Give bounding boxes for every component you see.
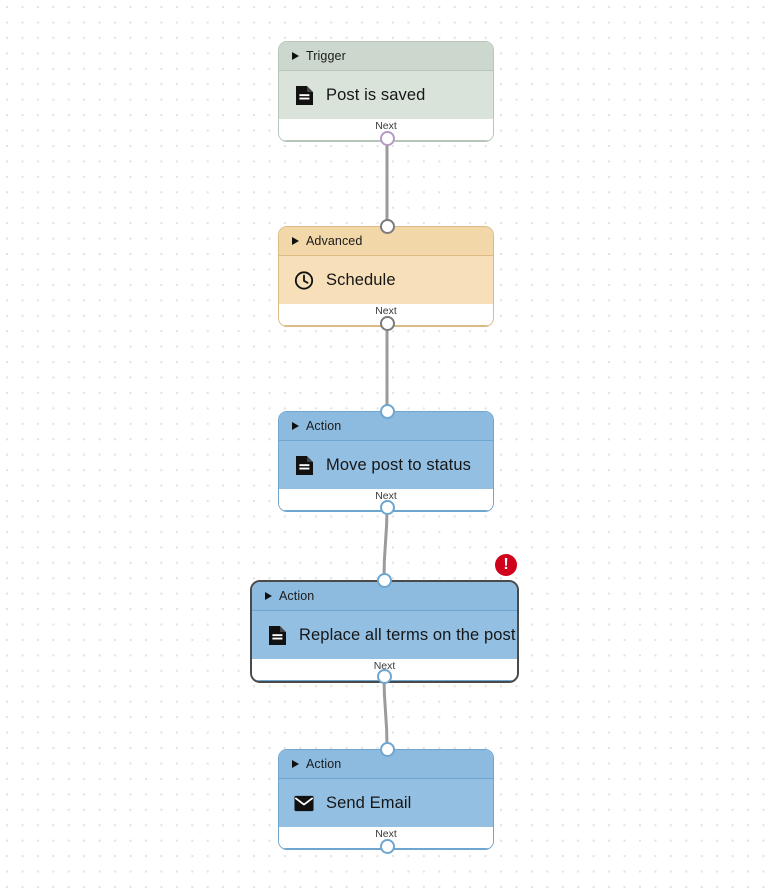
next-label: Next xyxy=(375,490,397,502)
node-body[interactable]: Post is saved xyxy=(279,71,493,119)
next-label: Next xyxy=(375,120,397,132)
node-port-output[interactable] xyxy=(376,668,392,684)
node-port-output[interactable] xyxy=(379,315,395,331)
clock-icon xyxy=(294,270,314,290)
node-port-output[interactable] xyxy=(379,130,395,146)
expand-triangle-icon[interactable] xyxy=(265,592,272,600)
node-body[interactable]: Schedule xyxy=(279,256,493,304)
node-divider xyxy=(279,778,493,779)
connector-line[interactable] xyxy=(382,674,389,749)
error-badge-icon[interactable]: ! xyxy=(495,554,517,576)
node-title: Schedule xyxy=(326,270,396,289)
node-port-input[interactable] xyxy=(376,572,392,588)
node-body[interactable]: Move post to status xyxy=(279,441,493,489)
error-exclamation-glyph: ! xyxy=(503,555,509,573)
node-title: Replace all terms on the post xyxy=(299,625,516,644)
document-icon xyxy=(267,625,287,645)
node-divider xyxy=(252,610,517,611)
node-port-input[interactable] xyxy=(379,741,395,757)
node-port-input[interactable] xyxy=(379,218,395,234)
next-label: Next xyxy=(375,828,397,840)
node-divider xyxy=(279,70,493,71)
connector-line[interactable] xyxy=(382,505,389,580)
node-title: Move post to status xyxy=(326,455,471,474)
node-kind-label: Trigger xyxy=(306,49,346,63)
node-port-input[interactable] xyxy=(379,403,395,419)
expand-triangle-icon[interactable] xyxy=(292,52,299,60)
node-kind-label: Action xyxy=(279,589,315,603)
next-label: Next xyxy=(375,305,397,317)
envelope-icon xyxy=(294,793,314,813)
node-header[interactable]: Trigger xyxy=(279,42,493,70)
node-divider xyxy=(279,255,493,256)
next-label: Next xyxy=(373,660,396,672)
node-title: Send Email xyxy=(326,793,412,812)
expand-triangle-icon[interactable] xyxy=(292,237,299,245)
node-kind-label: Action xyxy=(306,419,342,433)
node-kind-label: Action xyxy=(306,757,342,771)
document-icon xyxy=(294,85,314,105)
expand-triangle-icon[interactable] xyxy=(292,760,299,768)
node-body[interactable]: Replace all terms on the post xyxy=(252,611,517,659)
node-body[interactable]: Send Email xyxy=(279,779,493,827)
node-divider xyxy=(279,440,493,441)
node-port-output[interactable] xyxy=(379,499,395,515)
node-port-output[interactable] xyxy=(379,838,395,854)
expand-triangle-icon[interactable] xyxy=(292,422,299,430)
node-kind-label: Advanced xyxy=(306,234,363,248)
document-icon xyxy=(294,455,314,475)
node-title: Post is saved xyxy=(326,85,426,104)
